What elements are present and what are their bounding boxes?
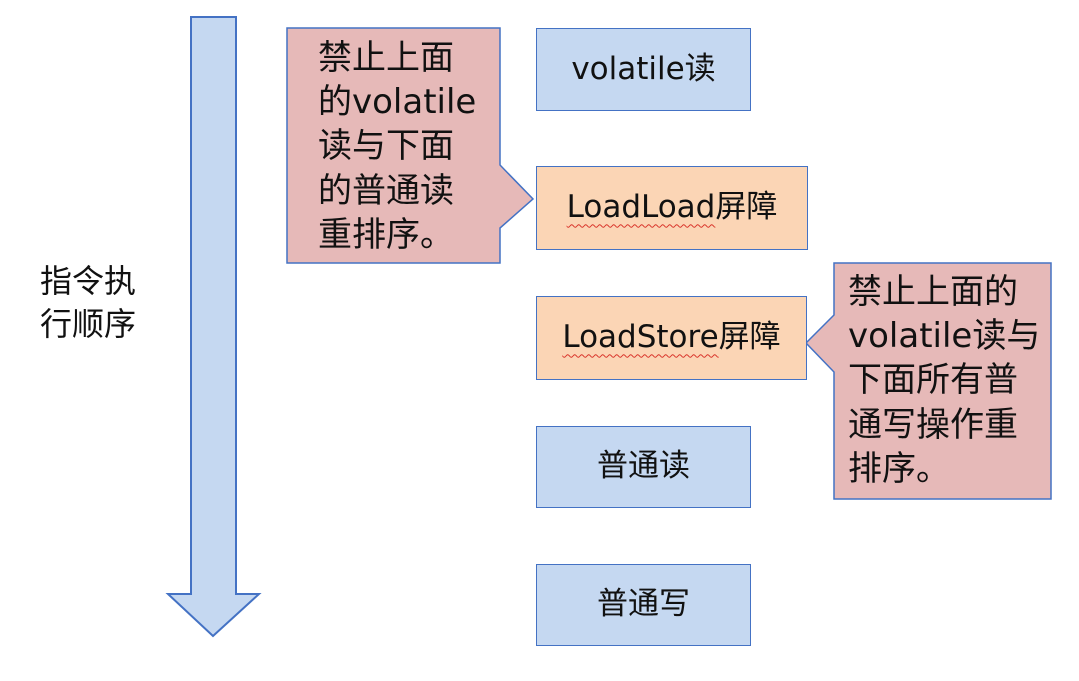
step-label: 普通读: [597, 448, 690, 485]
loadload-callout-shape: [286, 27, 535, 264]
step-label: volatile读: [571, 50, 716, 87]
loadstore-callout-shape: [804, 262, 1052, 500]
step-label: LoadStore屏障: [562, 319, 780, 356]
step-volatile-read: volatile读: [536, 28, 751, 111]
step-label: LoadLoad屏障: [567, 189, 778, 226]
step-label-prefix: LoadStore: [562, 319, 719, 356]
execution-order-arrow: [165, 16, 262, 638]
step-loadload-barrier: LoadLoad屏障: [536, 166, 808, 250]
step-label: 普通写: [597, 586, 690, 623]
loadstore-callout-text: 禁止上面的 volatile读与 下面所有普 通写操作重 排序。: [848, 272, 1041, 489]
step-normal-write: 普通写: [536, 564, 751, 646]
execution-order-label: 指令执 行顺序: [40, 262, 137, 344]
step-label-prefix: LoadLoad: [566, 189, 716, 226]
step-label-suffix: 屏障: [718, 319, 781, 356]
step-normal-read: 普通读: [536, 426, 751, 508]
step-label-suffix: 屏障: [715, 189, 778, 226]
loadload-callout-text: 禁止上面 的volatile 读与下面 的普通读 重排序。: [318, 38, 477, 255]
step-loadstore-barrier: LoadStore屏障: [536, 296, 807, 380]
